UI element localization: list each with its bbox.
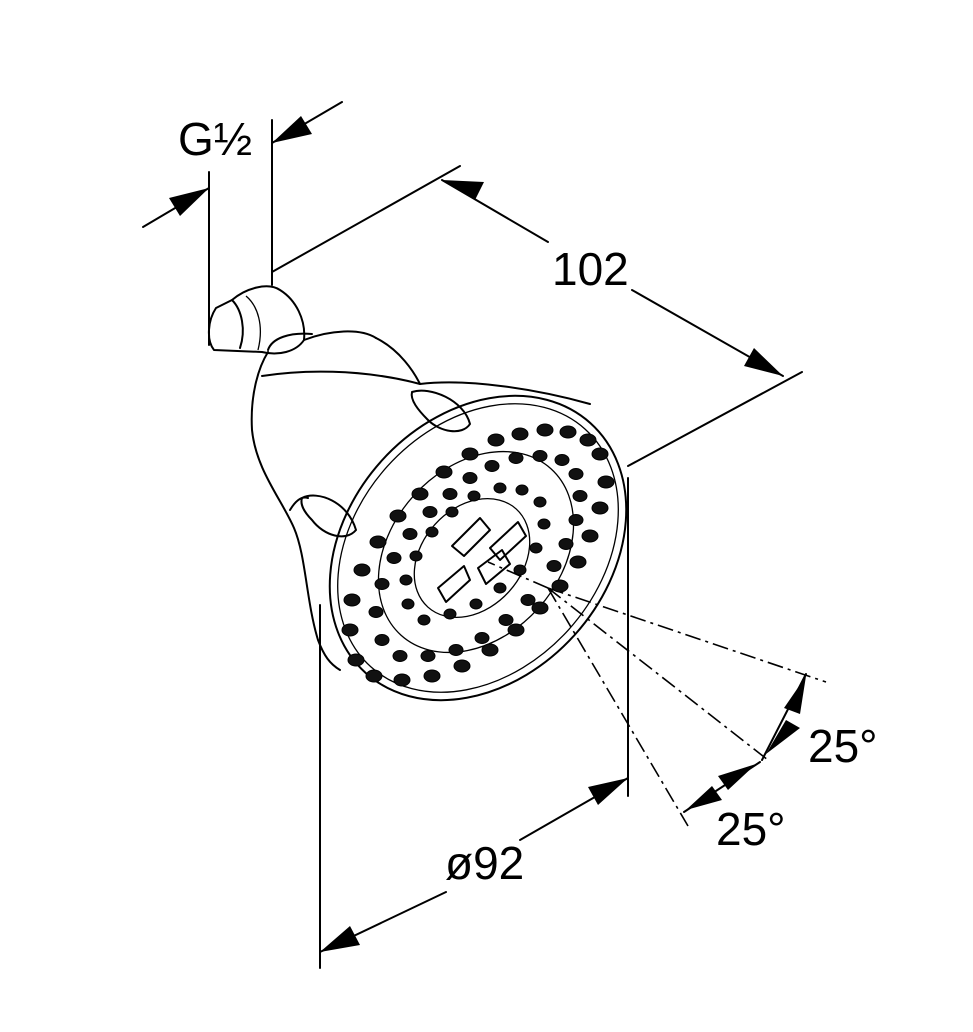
depth-dimension: 102 (271, 165, 803, 467)
thread-dimension: G½ (142, 101, 343, 346)
angle-lower-label: 25° (716, 803, 786, 855)
depth-label: 102 (552, 243, 629, 295)
angle-upper-label: 25° (808, 720, 878, 772)
diameter-dimension: ø92 (319, 477, 629, 969)
spray-angle-lines: 25° 25° (487, 561, 878, 855)
thread-label: G½ (178, 113, 252, 165)
shower-head-body (208, 285, 591, 671)
diameter-label: ø92 (445, 837, 524, 889)
spray-nozzles (341, 423, 615, 687)
face-plate (328, 394, 628, 702)
